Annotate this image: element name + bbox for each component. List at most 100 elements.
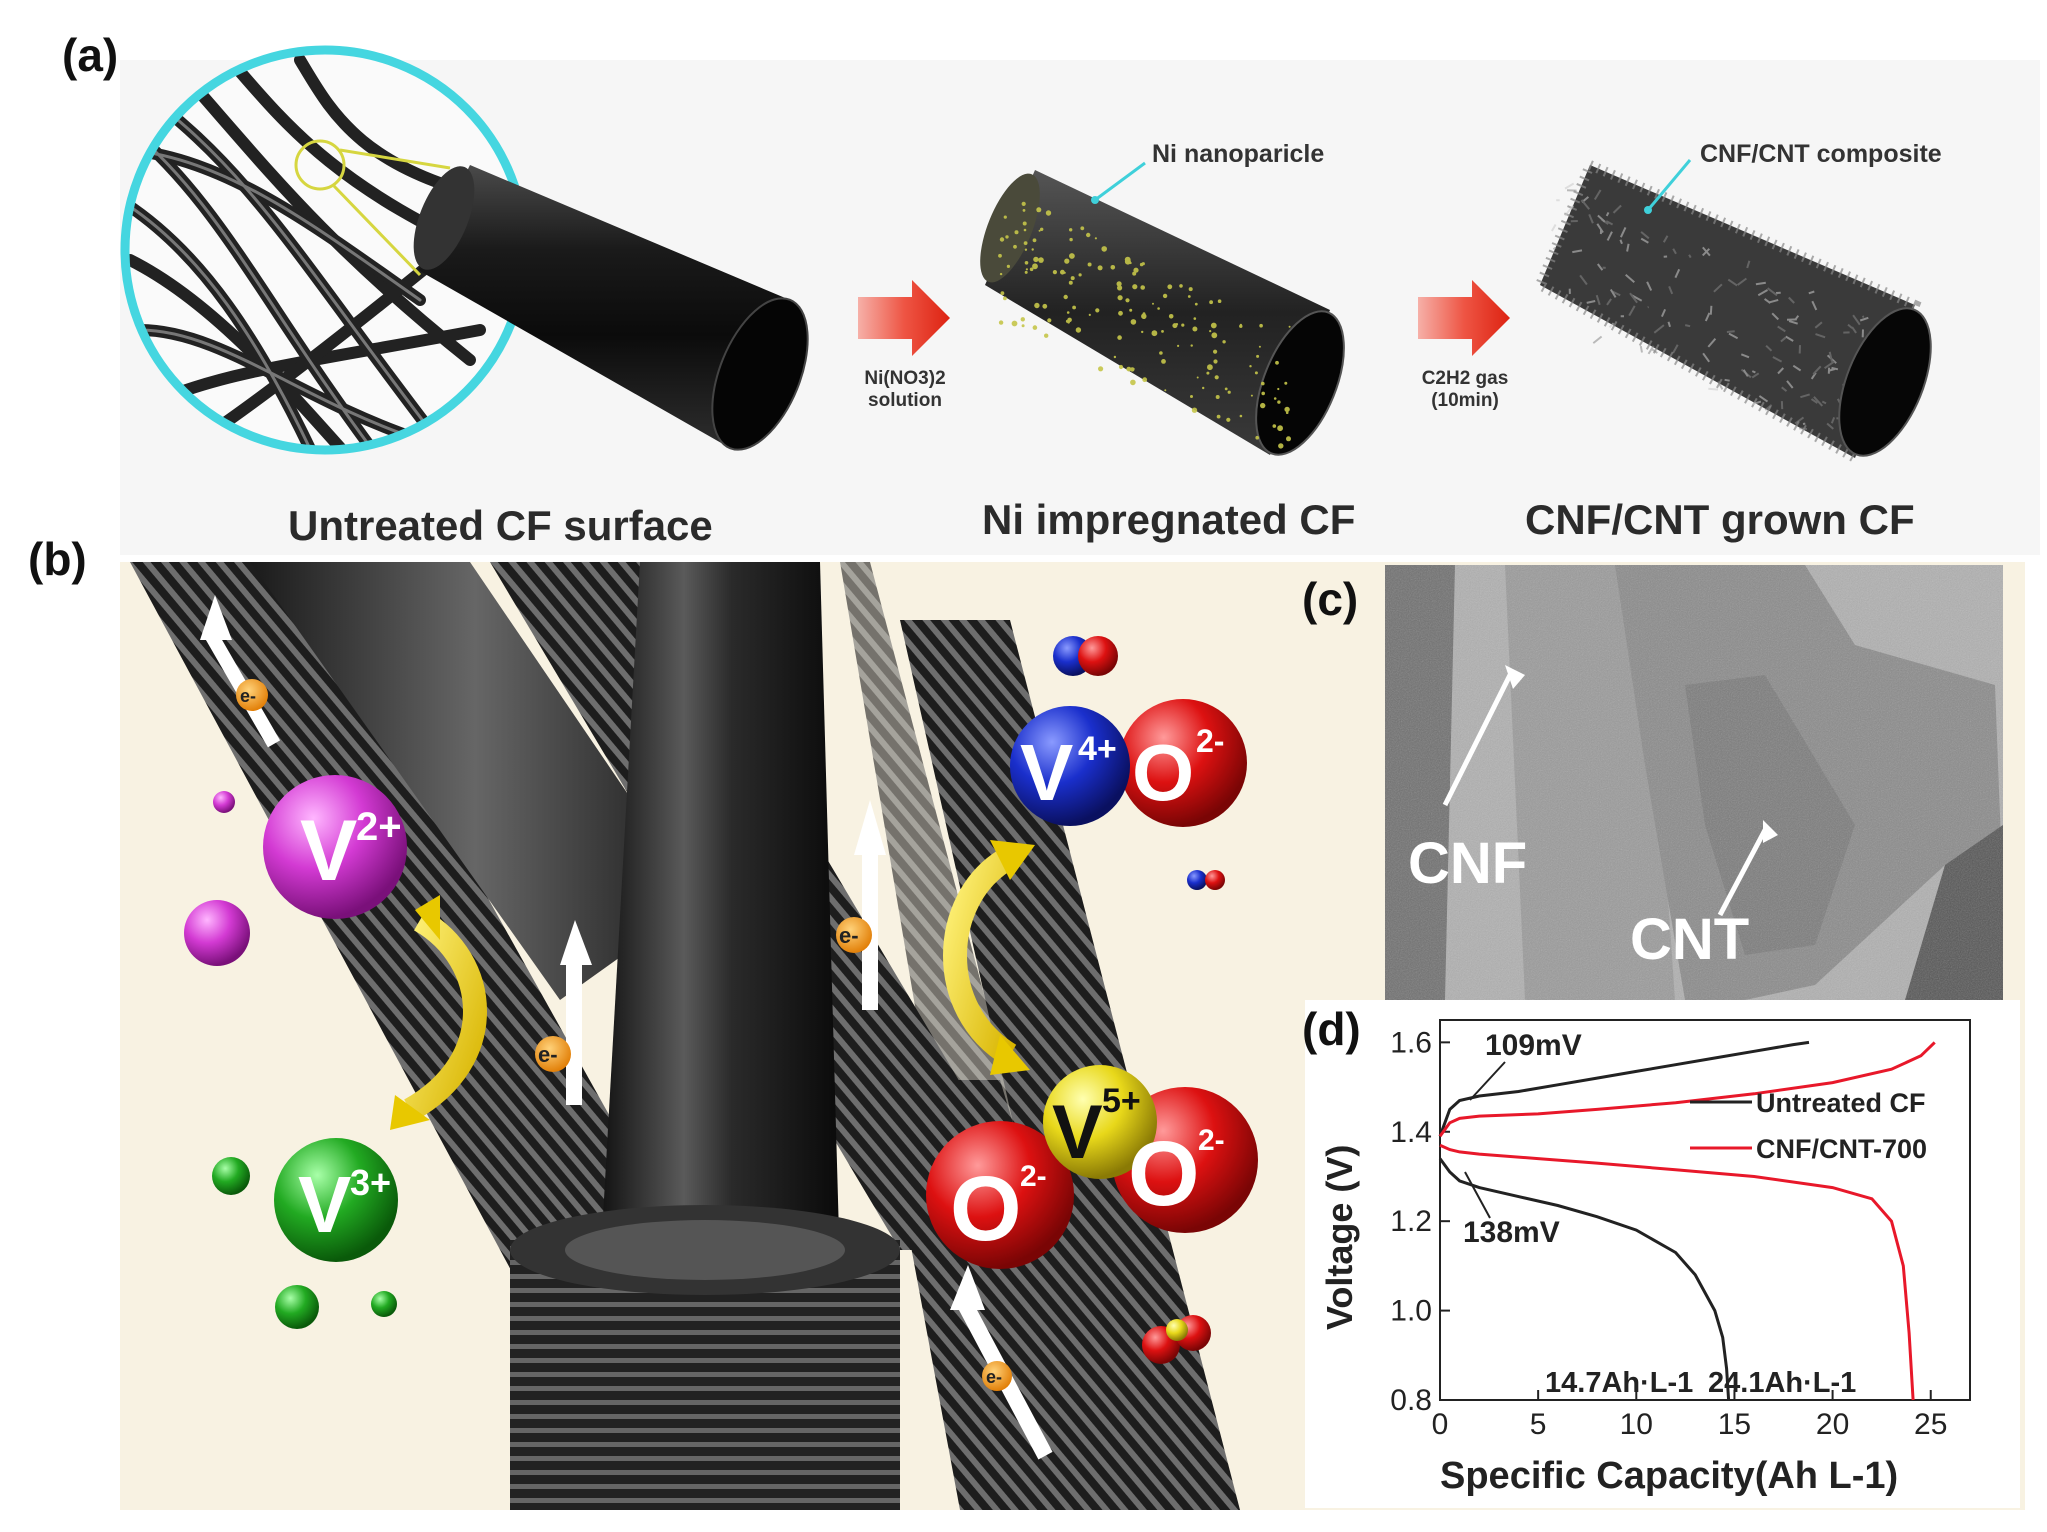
cnf-fiber-strand bbox=[1852, 314, 1861, 326]
ni-particle-dot bbox=[1024, 261, 1029, 265]
ni-particle-dot bbox=[1188, 287, 1193, 292]
x-tick-label: 5 bbox=[1530, 1408, 1547, 1441]
cnf-fiber-strand bbox=[1626, 243, 1630, 252]
ni-particle-dot bbox=[998, 253, 1002, 258]
ni-particle-dot bbox=[1130, 319, 1137, 325]
x-tick-label: 20 bbox=[1816, 1408, 1849, 1441]
cnf-fiber-strand bbox=[1619, 239, 1623, 245]
ni-particle-dot bbox=[1024, 248, 1028, 251]
cnf-fiber-strand bbox=[1742, 369, 1749, 377]
ni-particle-dot bbox=[1151, 330, 1158, 337]
ni-particle-dot bbox=[999, 237, 1005, 242]
ni-particle-dot bbox=[1179, 284, 1183, 288]
ni-particle-dot bbox=[1250, 394, 1253, 397]
cnf-fiber-strand bbox=[1564, 205, 1575, 217]
y-tick-label: 1.2 bbox=[1390, 1205, 1432, 1238]
ni-particle-dot bbox=[1022, 209, 1026, 212]
caption-ni-impregnated: Ni impregnated CF bbox=[982, 496, 1356, 543]
ni-particle-dot bbox=[1080, 226, 1085, 231]
ni-particle-dot bbox=[1066, 311, 1070, 314]
ni-particle-dot bbox=[1258, 345, 1261, 348]
cnf-fiber-strand bbox=[1639, 345, 1643, 353]
ion-vo2-plus-five: V 5+ O 2- O 2- bbox=[926, 1065, 1258, 1364]
chart-plot-frame bbox=[1439, 1019, 1971, 1401]
arrow-1-line-1: Ni(NO3)2 bbox=[864, 368, 946, 389]
ni-particle-dot bbox=[1139, 262, 1144, 267]
ni-particle-dot bbox=[1256, 354, 1260, 358]
cnf-fiber-strand bbox=[1593, 189, 1602, 201]
ni-particle-dot bbox=[1259, 323, 1263, 328]
ni-particle-dot bbox=[1140, 285, 1145, 290]
cnf-fiber-strand bbox=[1785, 335, 1794, 342]
cnf-fiber-strand bbox=[1552, 246, 1557, 250]
cnf-fiber-strand bbox=[1684, 324, 1691, 328]
cnf-fiber-strand bbox=[1758, 395, 1769, 403]
ni-particle-dot bbox=[1003, 215, 1007, 219]
ni-particle-dot bbox=[1044, 333, 1049, 338]
panel-label-d: (d) bbox=[1302, 1003, 1361, 1055]
cnf-fiber-strand bbox=[1780, 336, 1787, 343]
redox-arrow-right bbox=[943, 840, 1035, 1075]
ni-particle-dot bbox=[1133, 267, 1139, 273]
cnf-fiber-strand bbox=[1709, 305, 1713, 315]
cnf-fiber-strand bbox=[1815, 333, 1826, 339]
electron-4: e- bbox=[982, 1361, 1012, 1391]
ni-particle-dot bbox=[1216, 414, 1221, 419]
cnf-fiber-strand bbox=[1771, 312, 1780, 321]
cnf-fiber-strand bbox=[1724, 378, 1730, 382]
cnf-fiber-strand bbox=[1811, 300, 1818, 311]
ni-particle-dot bbox=[1207, 364, 1213, 371]
untreated-fiber-tube bbox=[413, 165, 809, 451]
ni-particle-dot bbox=[1286, 436, 1291, 442]
cnf-fiber-strand bbox=[1851, 326, 1857, 334]
annotation-109mv: 109mV bbox=[1485, 1029, 1582, 1062]
ni-impregnated-tube bbox=[980, 161, 1345, 456]
cnf-fiber-strand bbox=[1608, 322, 1615, 329]
cnf-fiber-strand bbox=[1597, 214, 1606, 223]
ni-particle-dot bbox=[1130, 379, 1136, 386]
ni-particle-dot bbox=[1126, 366, 1132, 372]
ni-particle-dot bbox=[1239, 414, 1243, 418]
y-tick-label: 1.4 bbox=[1390, 1116, 1432, 1149]
x-tick-label: 25 bbox=[1914, 1408, 1947, 1441]
ni-particle-dot bbox=[1069, 253, 1075, 259]
ni-particle-dot bbox=[1098, 366, 1104, 372]
electron-label-2: e- bbox=[538, 1042, 558, 1067]
cnf-fiber-strand bbox=[1592, 335, 1603, 344]
ni-particle-dot bbox=[1177, 344, 1180, 347]
ni-particle-dot bbox=[1226, 417, 1231, 422]
ni-particle-dot bbox=[1278, 443, 1284, 449]
ni-particle-dot bbox=[1097, 265, 1103, 271]
ion-v4-charge: 4+ bbox=[1078, 730, 1117, 768]
cnf-fiber-strand bbox=[1672, 344, 1679, 354]
ni-particle-dot bbox=[1045, 210, 1052, 216]
ni-particle-dot bbox=[1011, 320, 1018, 327]
cnf-fiber-strand bbox=[1799, 427, 1808, 430]
ni-particle-dot bbox=[1069, 228, 1073, 232]
cnf-fiber-strand bbox=[1572, 249, 1583, 254]
ni-particle-dot bbox=[1036, 207, 1042, 213]
ni-particle-dot bbox=[1202, 386, 1205, 390]
electron-label-4: e- bbox=[986, 1367, 1002, 1387]
ni-particle-dot bbox=[1285, 411, 1289, 415]
panel-a-illustration bbox=[120, 45, 1932, 466]
ni-particle-dot bbox=[1224, 387, 1228, 391]
cnf-fiber-strand bbox=[1828, 351, 1833, 362]
ni-particle-dot bbox=[1023, 228, 1027, 232]
ni-nanoparticle-label: Ni nanoparicle bbox=[1152, 140, 1325, 168]
ion-v2-charge: 2+ bbox=[356, 805, 402, 849]
ni-particle-dot bbox=[1142, 312, 1146, 315]
electron-label-1: e- bbox=[240, 686, 256, 706]
ni-particle-dot bbox=[1191, 407, 1198, 413]
ni-particle-dot bbox=[1190, 344, 1193, 347]
ni-particle-dot bbox=[1277, 425, 1283, 432]
ni-particle-dot bbox=[1013, 244, 1017, 249]
ni-particle-dot bbox=[1132, 271, 1137, 276]
cnf-fiber-strand bbox=[1737, 277, 1747, 286]
ni-particle-dot bbox=[1024, 270, 1028, 274]
ni-particle-dot bbox=[1006, 264, 1011, 268]
ni-particle-dot bbox=[1110, 265, 1116, 270]
ni-particle-dot bbox=[1222, 340, 1226, 344]
annotation-138mv: 138mV bbox=[1463, 1216, 1560, 1249]
tem-texture bbox=[1385, 565, 2003, 1000]
